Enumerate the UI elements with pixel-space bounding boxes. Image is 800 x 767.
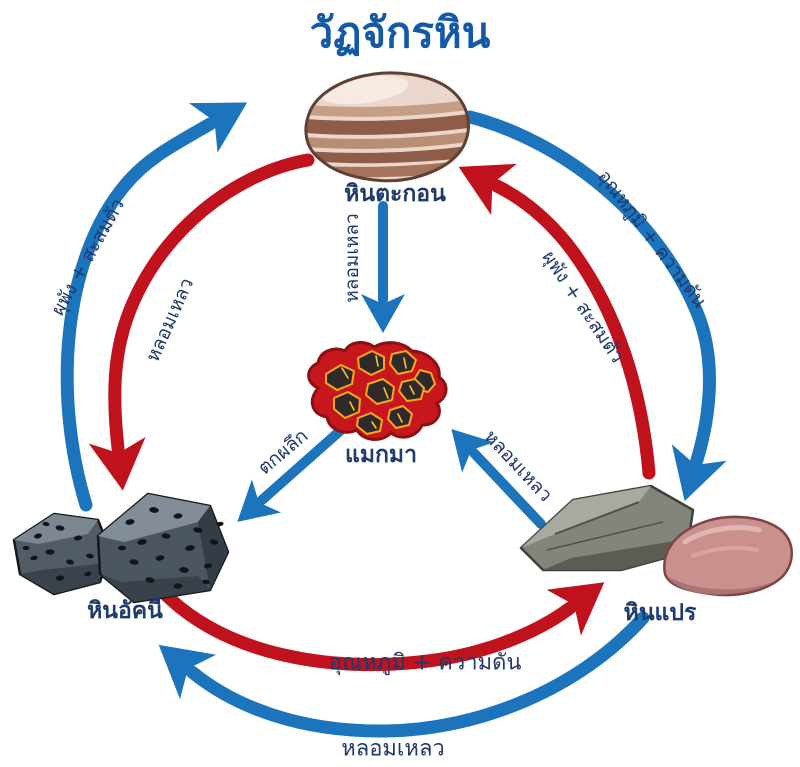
arrow-metamorphic-to-igneous — [158, 611, 650, 738]
arrow-sedimentary-to-metamorphic — [463, 110, 727, 502]
page-title: วัฏจักรหิน — [309, 8, 491, 57]
arrow-label-melt-bottom: หลอมเหลว — [341, 736, 445, 762]
arrow-sedimentary-to-igneous — [88, 153, 315, 491]
arrow-metamorphic-to-sedimentary — [458, 163, 656, 480]
metamorphic-rock-illustration — [519, 484, 793, 597]
arrow-metamorphic-to-magma — [451, 428, 546, 529]
magma-label: แมกมา — [345, 442, 417, 468]
igneous-rock-illustration — [12, 492, 230, 604]
metamorphic-rock-label: หินแปร — [623, 600, 697, 626]
arrow-igneous-to-sedimentary — [60, 102, 248, 512]
sedimentary-rock-illustration — [304, 71, 470, 183]
arrow-label-melt-center: หลอมเหลว — [341, 213, 363, 303]
magma-illustration — [307, 341, 448, 441]
arrow-igneous-to-metamorphic — [156, 582, 605, 671]
arrow-magma-to-igneous — [237, 425, 346, 522]
sedimentary-rock-label: หินตะกอน — [344, 181, 446, 207]
igneous-rock-label: หินอัคนี — [87, 598, 163, 624]
arrow-label-heat-pressure-bottom: อุณหภูมิ + ความดัน — [328, 650, 522, 676]
